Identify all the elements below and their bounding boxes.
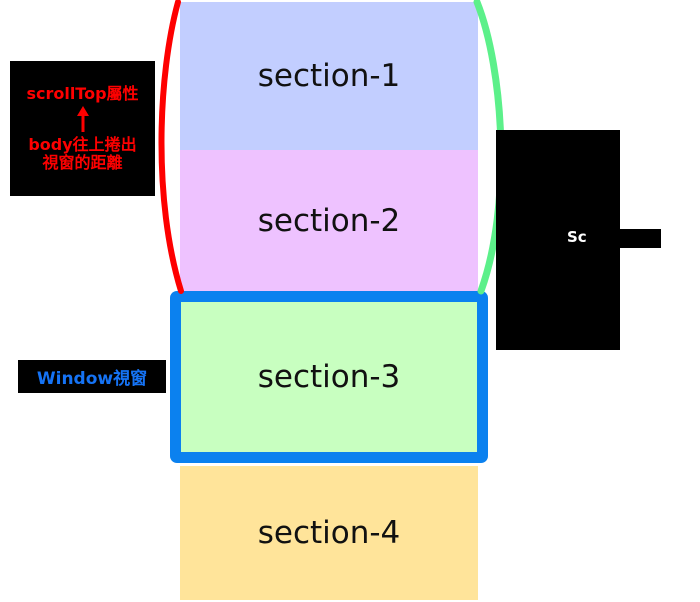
scrolltop-desc-line-1: body往上捲出 <box>28 135 137 155</box>
right-panel-caption: Sc <box>567 228 587 246</box>
section-1-label: section-1 <box>257 58 401 94</box>
scrolltop-title: scrollTop屬性 <box>26 84 139 104</box>
section-block-1: section-1 <box>180 2 478 150</box>
section-block-4: section-4 <box>180 466 478 600</box>
left-red-arc <box>158 0 184 294</box>
redaction-bar <box>591 229 661 248</box>
section-2-label: section-2 <box>257 203 401 239</box>
window-viewport-label: Window視窗 <box>36 369 148 389</box>
section-4-label: section-4 <box>257 515 401 551</box>
arrow-up-icon <box>76 106 89 133</box>
section-3-label: section-3 <box>257 359 401 395</box>
window-viewport-annotation: Window視窗 <box>18 360 166 393</box>
scrolltop-desc-line-2: 視窗的距離 <box>42 152 123 172</box>
section-block-2: section-2 <box>180 150 478 292</box>
viewport-highlight-frame: section-3 <box>170 291 488 463</box>
scrolltop-annotation: scrollTop屬性 body往上捲出 視窗的距離 <box>10 61 155 196</box>
section-block-3: section-3 <box>181 302 477 452</box>
